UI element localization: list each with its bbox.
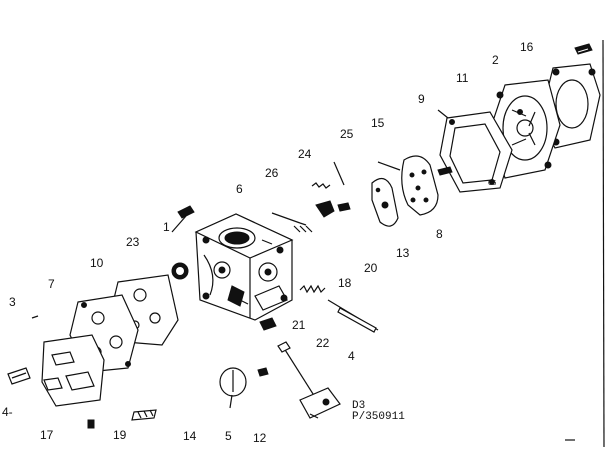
part-6-needle-valve — [271, 212, 313, 233]
part-24-spring — [311, 182, 331, 189]
label-2: 2 — [492, 53, 499, 67]
corner-mark: 4- — [2, 405, 13, 419]
part-9-pump-gasket: C5 — [439, 111, 513, 193]
part-12-screw — [257, 367, 269, 377]
label-1: 1 — [163, 220, 170, 234]
part-19-nut — [87, 419, 95, 429]
part-23-inlet-screen — [171, 262, 189, 280]
cover-bolt — [7, 367, 31, 385]
label-21: 21 — [292, 318, 306, 332]
label-11: 11 — [456, 71, 469, 85]
label-12: 12 — [253, 431, 267, 445]
label-3: 3 — [9, 295, 16, 309]
leader-lines — [171, 109, 449, 233]
part-18-spring — [299, 284, 326, 294]
label-22: 22 — [316, 336, 330, 350]
label-17: 17 — [40, 428, 54, 442]
label-4: 4 — [348, 349, 355, 363]
carburetor-body — [194, 213, 294, 321]
label-14: 14 — [183, 429, 197, 443]
part-14-spring — [131, 409, 157, 421]
svg-text:C5: C5 — [488, 180, 496, 188]
part-3-screw — [31, 315, 39, 319]
label-18: 18 — [338, 276, 352, 290]
label-15: 15 — [371, 116, 385, 130]
drawing-code: D3 — [352, 400, 366, 412]
part-25-pin — [333, 161, 345, 186]
label-16: 16 — [520, 40, 534, 54]
label-6: 6 — [236, 182, 243, 196]
part-8-diaphragm — [401, 155, 439, 216]
label-23: 23 — [126, 235, 140, 249]
part-15-screw — [437, 166, 453, 176]
label-25: 25 — [340, 127, 354, 141]
part-1-inlet-needle — [177, 205, 195, 219]
label-26: 26 — [265, 166, 279, 180]
part-16-screw — [574, 43, 593, 55]
part-number: P/350911 — [352, 411, 405, 423]
label-7: 7 — [48, 277, 55, 291]
label-13: 13 — [396, 246, 410, 260]
part-21-screw — [259, 317, 277, 331]
diagram-edge-line — [602, 39, 605, 448]
part-5-throttle-disc — [219, 367, 247, 409]
label-8: 8 — [436, 227, 443, 241]
part-13-lever-plate — [371, 177, 399, 227]
label-5: 5 — [225, 429, 232, 443]
label-19: 19 — [113, 428, 127, 442]
part-20-idle-screw — [327, 299, 379, 333]
label-10: 10 — [90, 256, 104, 270]
label-9: 9 — [418, 92, 425, 106]
label-24: 24 — [298, 147, 312, 161]
part-4-throttle-shaft — [277, 341, 341, 419]
label-20: 20 — [364, 261, 378, 275]
part-17-end-cover — [41, 334, 105, 407]
part-26-metering-lever — [315, 200, 351, 218]
